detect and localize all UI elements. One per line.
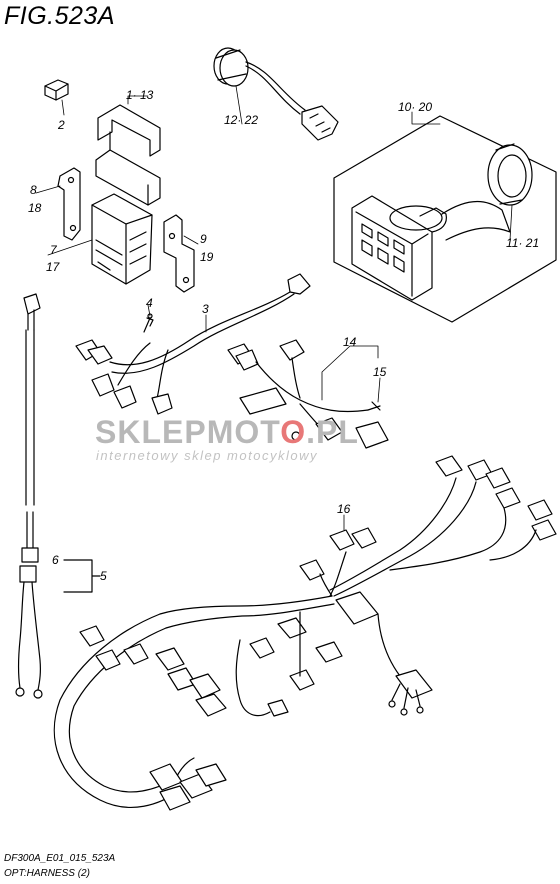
harness-part-14: [227, 339, 389, 449]
cap-part-2: [44, 79, 69, 101]
callout-14: 14: [343, 335, 357, 349]
watermark-tagline: internetowy sklep motocyklowy: [96, 448, 318, 463]
callout-19: 19: [200, 250, 214, 264]
leader-lines: [35, 85, 513, 531]
callout-12-22: 12· 22: [224, 113, 259, 127]
callout-5: 5: [100, 569, 107, 583]
callout-3: 3: [202, 302, 209, 316]
callout-1-13: 1· 13: [126, 88, 154, 102]
callout-6: 6: [52, 553, 59, 567]
main-harness-16: [53, 455, 557, 811]
footer-caption: OPT:HARNESS (2): [4, 868, 90, 879]
figure-title: FIG.523A: [4, 2, 115, 30]
callout-10-20: 10· 20: [398, 100, 433, 114]
callout-2: 2: [58, 118, 65, 132]
callout-17: 17: [46, 260, 60, 274]
module-part-7: [91, 193, 153, 285]
clip-part-8: [57, 167, 81, 241]
callout-8: 8: [30, 183, 37, 197]
battery-cable-5: [15, 293, 101, 699]
switch-part-12: [213, 47, 339, 141]
callout-9: 9: [200, 232, 207, 246]
watermark-brand-part-b: O: [280, 414, 307, 450]
callout-11-21: 11· 21: [506, 236, 540, 250]
callout-15: 15: [373, 365, 387, 379]
bracket-part-1: [95, 104, 161, 206]
footer-code: DF300A_E01_015_523A: [4, 853, 116, 864]
callout-18: 18: [28, 201, 42, 215]
watermark-brand: SKLEPMOTO.PL: [95, 414, 359, 451]
watermark-brand-part-c: .PL: [306, 414, 359, 450]
watermark-brand-part-a: SKLEPMOT: [95, 414, 281, 450]
screw-part-4: [143, 313, 154, 333]
harness-part-3: [75, 273, 311, 415]
callout-16: 16: [337, 502, 351, 516]
callout-7: 7: [50, 243, 57, 257]
clip-part-9: [163, 214, 195, 293]
callout-4: 4: [146, 296, 153, 310]
panel-assembly-10: [333, 115, 557, 323]
